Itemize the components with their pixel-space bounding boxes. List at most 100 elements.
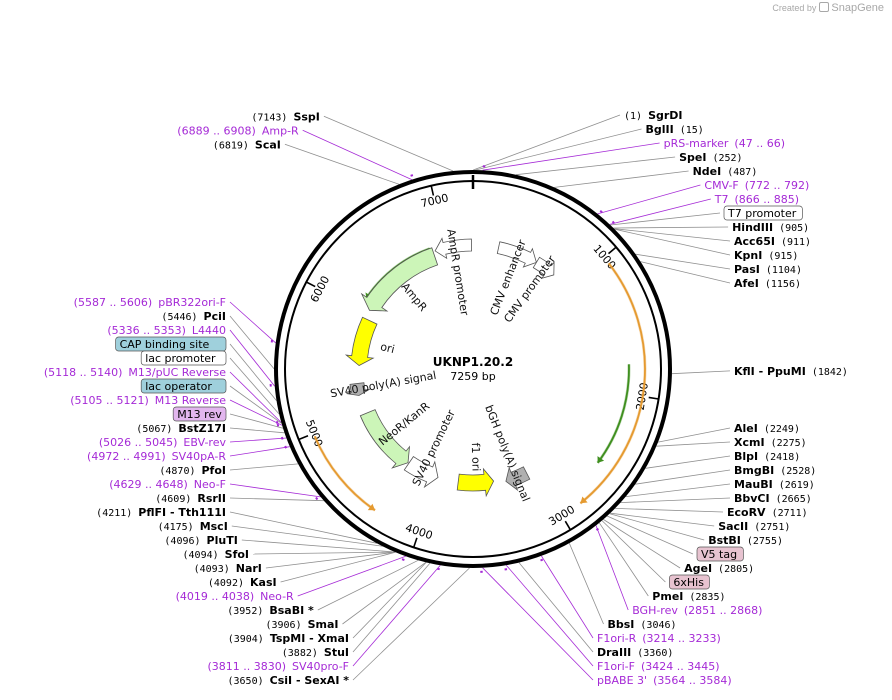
feature-label-ampr: AmpR: [399, 280, 430, 314]
label-site[interactable]: (3882)StuI: [282, 646, 349, 659]
label-leader-line: [609, 513, 705, 541]
label-box-text: M13 rev: [177, 408, 222, 421]
tick-label: 1000: [590, 242, 618, 272]
label-site[interactable]: (4175)MscI: [158, 520, 228, 533]
label-site[interactable]: AgeI(2805): [684, 562, 754, 575]
label-primer[interactable]: (3811 .. 3830)SV40pro-F: [207, 660, 349, 673]
label-site[interactable]: (4092)KasI: [208, 576, 277, 589]
label-box[interactable]: V5 tag: [696, 546, 744, 562]
label-name: BbvCI: [734, 492, 770, 505]
label-box[interactable]: T7 promoter: [723, 205, 803, 221]
label-text: (3952)BsaBI *: [227, 604, 314, 617]
label-name: SmaI: [308, 618, 339, 631]
label-text: pRS-marker(47 .. 66): [664, 137, 785, 150]
label-name: PflFI - Tth111I: [138, 506, 226, 519]
label-box[interactable]: lac promoter: [140, 350, 227, 366]
label-primer[interactable]: (5587 .. 5606)pBR322ori-F: [74, 296, 226, 309]
label-primer[interactable]: F1ori-F(3424 .. 3445): [597, 660, 720, 673]
label-primer[interactable]: (4629 .. 4648)Neo-F: [109, 478, 226, 491]
label-primer[interactable]: CMV-F(772 .. 792): [704, 179, 809, 192]
label-primer[interactable]: (6889 .. 6908)Amp-R: [177, 124, 299, 137]
feature-sv40-promoter[interactable]: [403, 456, 439, 489]
credit-created-by: Created by: [772, 3, 817, 13]
label-site[interactable]: (4609)RsrII: [155, 492, 226, 505]
label-site[interactable]: BglII(15): [646, 123, 704, 136]
feature-ampr[interactable]: [360, 247, 439, 312]
label-primer[interactable]: T7(866 .. 885): [714, 193, 799, 206]
label-site[interactable]: (3952)BsaBI *: [227, 604, 314, 617]
label-site[interactable]: BbvCI(2665): [734, 492, 812, 505]
label-site[interactable]: (4096)PluTI: [164, 534, 237, 547]
label-site[interactable]: KpnI(915): [734, 249, 798, 262]
label-leader-line: [229, 511, 378, 544]
label-site[interactable]: MauBI(2619): [734, 478, 815, 491]
label-site[interactable]: BlpI(2418): [734, 450, 800, 463]
label-primer[interactable]: F1ori-R(3214 .. 3233): [597, 632, 721, 645]
label-leader-line: [614, 228, 731, 256]
label-leader-line: [518, 562, 594, 653]
label-site[interactable]: (5067)BstZ17I: [136, 422, 226, 435]
label-name: StuI: [324, 646, 349, 659]
label-site[interactable]: HindIII(905): [732, 221, 809, 234]
label-primer[interactable]: (5118 .. 5140)M13/pUC Reverse: [44, 366, 226, 379]
label-site[interactable]: Acc65I(911): [734, 235, 811, 248]
label-site[interactable]: SacII(2751): [718, 520, 790, 533]
label-primer[interactable]: pBABE 3'(3564 .. 3584): [597, 674, 732, 687]
label-site[interactable]: BbsI(3046): [608, 618, 677, 631]
label-site[interactable]: KflI - PpuMI(1842): [734, 365, 848, 378]
label-primer[interactable]: (4019 .. 4038)Neo-R: [176, 590, 294, 603]
label-site[interactable]: (4211)PflFI - Tth111I: [96, 506, 226, 519]
label-primer[interactable]: pRS-marker(47 .. 66): [664, 137, 785, 150]
feature-cmv-enhancer[interactable]: [496, 241, 537, 268]
feature-label-f1-ori: f1 ori: [469, 442, 483, 471]
label-leader-line: [554, 170, 689, 188]
label-box[interactable]: CAP binding site: [115, 336, 227, 352]
snapgene-credit: Created by SnapGene: [772, 2, 884, 14]
label-primer[interactable]: (5105 .. 5121)M13 Reverse: [70, 394, 226, 407]
label-primer[interactable]: BGH-rev(2851 .. 2868): [632, 604, 762, 617]
feature-bgh-polya[interactable]: [505, 466, 531, 492]
label-name: BstZ17I: [178, 422, 226, 435]
label-position: (2275): [771, 438, 807, 449]
label-primer[interactable]: (4972 .. 4991)SV40pA-R: [87, 450, 226, 463]
label-site[interactable]: AfeI(1156): [734, 277, 801, 290]
label-site[interactable]: (5446)PciI: [161, 310, 226, 323]
label-site[interactable]: EcoRV(2711): [727, 506, 808, 519]
feature-neor-kanr[interactable]: [359, 409, 411, 469]
label-text: (4096)PluTI: [164, 534, 237, 547]
label-site[interactable]: XcmI(2275): [734, 436, 807, 449]
label-site[interactable]: (4870)PfoI: [159, 464, 226, 477]
label-site[interactable]: DraIII(3360): [597, 646, 673, 659]
label-site[interactable]: PmeI(2835): [652, 590, 725, 603]
label-site[interactable]: (4093)NarI: [194, 562, 262, 575]
label-site[interactable]: (4094)SfoI: [183, 548, 249, 561]
label-primer[interactable]: (5336 .. 5353)L4440: [107, 324, 226, 337]
label-site[interactable]: BmgBI(2528): [734, 464, 816, 477]
label-site[interactable]: (3650)CsiI - SexAI *: [228, 674, 350, 687]
label-box[interactable]: 6xHis: [669, 574, 710, 590]
label-box[interactable]: M13 rev: [172, 406, 227, 422]
feature-ori[interactable]: [344, 316, 378, 366]
label-site[interactable]: (3904)TspMI - XmaI: [228, 632, 349, 645]
label-text: KflI - PpuMI(1842): [734, 365, 848, 378]
label-leader-line: [265, 551, 396, 569]
label-site[interactable]: AleI(2249): [734, 422, 800, 435]
label-site[interactable]: (3906)SmaI: [265, 618, 338, 631]
label-site[interactable]: NdeI(487): [693, 165, 758, 178]
label-site[interactable]: (7143)SspI: [251, 110, 320, 123]
label-box[interactable]: lac operator: [140, 378, 227, 394]
feature-f1-ori[interactable]: [456, 467, 495, 498]
label-site[interactable]: (1)SgrDI: [624, 109, 683, 122]
feature-ampr-promoter[interactable]: [434, 237, 473, 260]
label-site[interactable]: SpeI(252): [679, 151, 742, 164]
feature-cmv-promoter[interactable]: [532, 256, 555, 280]
label-primer[interactable]: (5026 .. 5045)EBV-rev: [99, 436, 227, 449]
feature-sv40-polya-1[interactable]: [346, 382, 371, 396]
label-leader-line: [598, 522, 649, 597]
label-site[interactable]: PasI(1104): [734, 263, 802, 276]
label-position: (866 .. 885): [735, 193, 800, 206]
label-site[interactable]: BstBI(2755): [708, 534, 783, 547]
label-text: BglII(15): [646, 123, 704, 136]
label-site[interactable]: (6819)ScaI: [213, 138, 281, 151]
